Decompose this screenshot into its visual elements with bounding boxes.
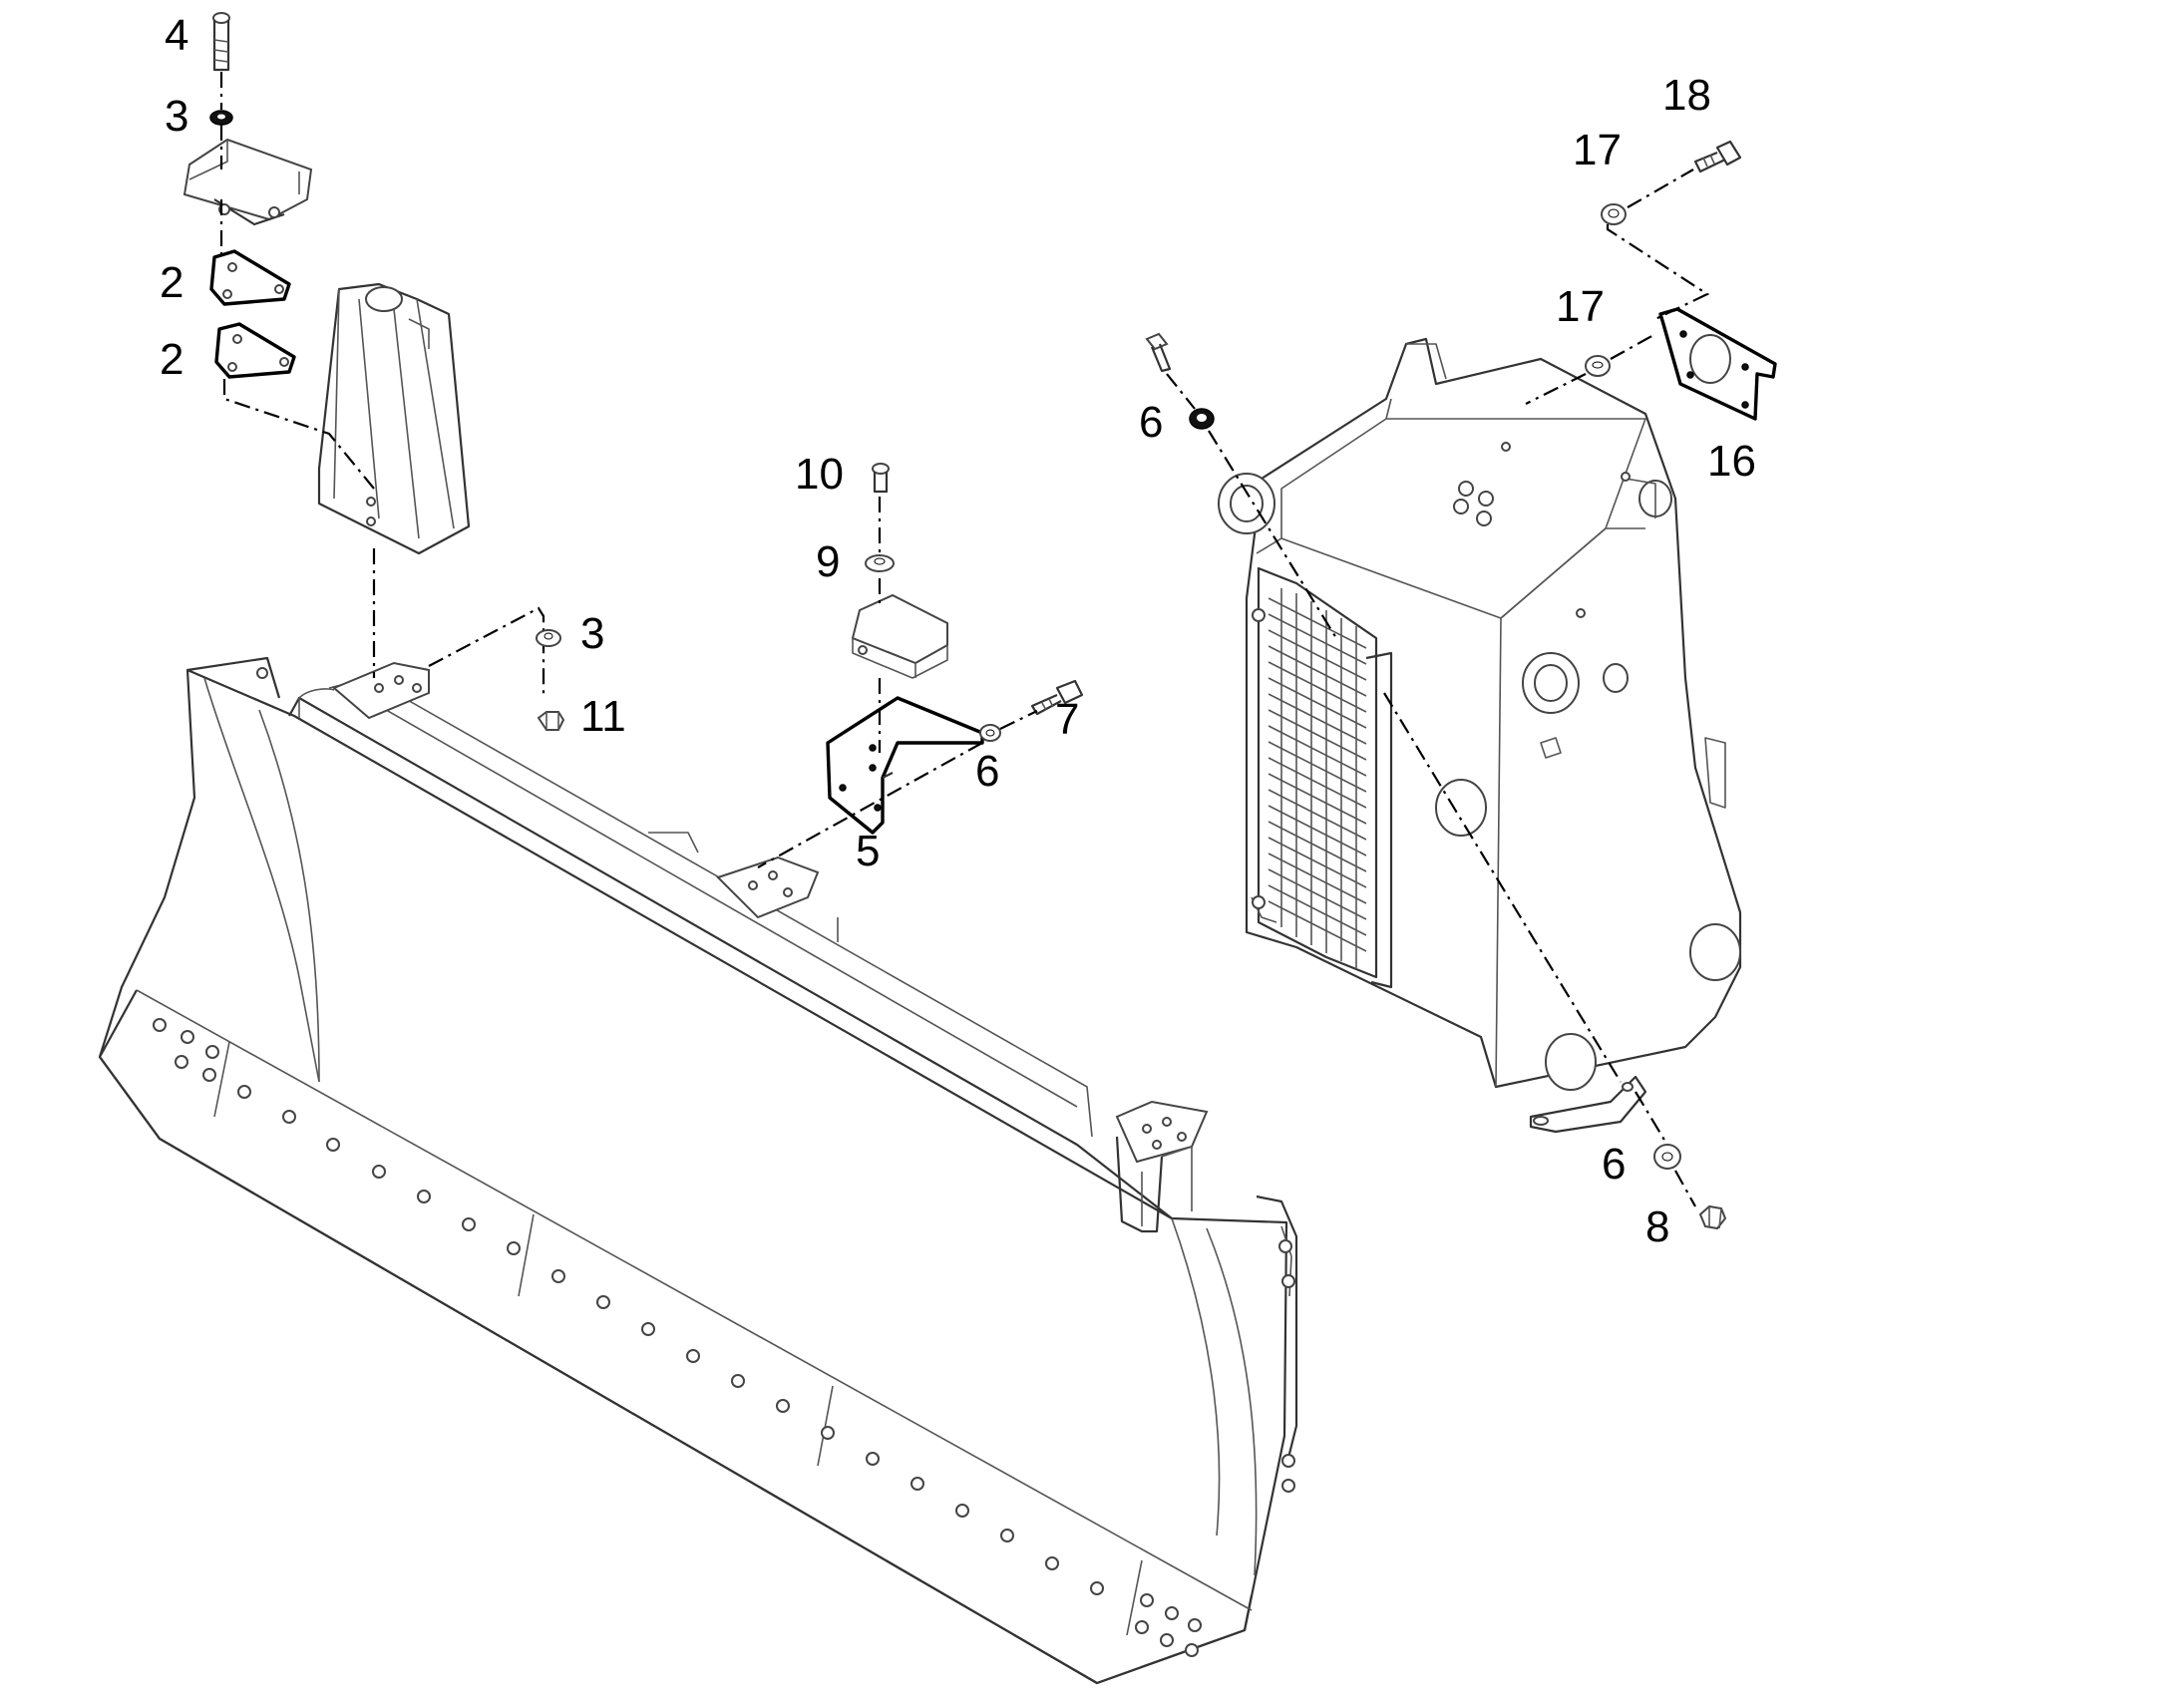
callout-17-lower: 17 xyxy=(1556,282,1605,331)
upper-left-tower-assembly xyxy=(182,12,471,678)
callout-2-lower: 2 xyxy=(160,335,183,384)
middle-bracket-assembly xyxy=(757,463,1084,868)
dozer-blade xyxy=(98,656,1298,1685)
callout-8: 8 xyxy=(1645,1202,1669,1251)
bolt-item-4 xyxy=(212,12,230,72)
callout-17-top: 17 xyxy=(1573,126,1622,174)
callout-10: 10 xyxy=(795,450,844,499)
callout-16: 16 xyxy=(1707,437,1756,486)
callout-11: 11 xyxy=(580,692,626,741)
callout-4: 4 xyxy=(165,11,188,60)
callout-3-middle: 3 xyxy=(580,609,604,658)
callout-2-upper: 2 xyxy=(160,258,183,307)
plate-item-16 xyxy=(1658,307,1777,421)
fasteners-items-17-18 xyxy=(1525,140,1742,405)
grill-slats xyxy=(1268,588,1367,969)
callout-6-upper-right: 6 xyxy=(1139,398,1163,447)
callout-5: 5 xyxy=(856,827,880,875)
callout-3-top: 3 xyxy=(165,92,188,141)
lower-right-fasteners xyxy=(1383,692,1727,1230)
washer-nut-items-3-11 xyxy=(428,606,565,731)
pin-washer-upper-6 xyxy=(1145,332,1337,639)
blade-right-tower xyxy=(1115,1100,1209,1233)
callout-7: 7 xyxy=(1055,695,1079,744)
callout-6-middle: 6 xyxy=(975,747,999,796)
callout-6-lower-right: 6 xyxy=(1602,1140,1626,1189)
cutting-edge-bolt-holes xyxy=(153,1018,1202,1657)
callout-9: 9 xyxy=(816,537,840,586)
callout-18: 18 xyxy=(1662,71,1711,120)
right-frame-assembly xyxy=(1218,337,1742,1091)
